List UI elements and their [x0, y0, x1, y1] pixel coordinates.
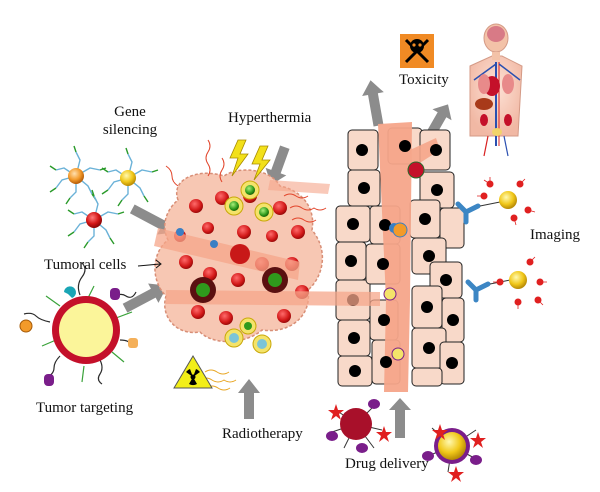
heat-waves — [165, 139, 327, 223]
label-hyperthermia: Hyperthermia — [228, 110, 312, 126]
label-tumor-targeting: Tumor targeting — [36, 400, 134, 416]
tumor-mass — [154, 169, 399, 354]
arrow-tumor-targeting — [122, 283, 168, 313]
tumor-target-cells — [190, 244, 288, 303]
label-gene-silencing-line2: silencing — [102, 122, 158, 138]
tumoral-cells-pointer — [137, 259, 162, 269]
label-radiotherapy: Radiotherapy — [222, 426, 303, 442]
radiation-icon — [173, 355, 213, 389]
label-gene-silencing: Gene silencing — [98, 103, 162, 139]
drug-delivery-nanoparticles — [326, 399, 486, 482]
hyperthermia-nanoparticles — [224, 180, 274, 222]
lightning-icon — [229, 139, 271, 181]
vessel-nanoparticles — [383, 161, 425, 361]
arrow-toxicity-left — [362, 80, 384, 127]
label-imaging: Imaging — [530, 227, 580, 243]
label-tumoral-cells: Tumoral cells — [44, 257, 127, 273]
arrow-hyperthermia — [265, 145, 290, 185]
arrow-drug-delivery — [389, 398, 411, 438]
label-drug-delivery: Drug delivery — [345, 456, 429, 472]
arrow-radiotherapy — [238, 379, 260, 419]
gene-silencing-nanoparticles — [49, 145, 159, 249]
human-body-icon — [469, 23, 523, 157]
label-toxicity: Toxicity — [399, 72, 449, 88]
red-blood-cells — [174, 189, 309, 325]
imaging-nanoparticles — [455, 177, 547, 309]
label-gene-silencing-line1: Gene — [114, 104, 146, 120]
tumor-targeting-nanoparticle — [19, 262, 138, 386]
antibody-icon — [455, 201, 491, 303]
radiotherapy-nanoparticles — [224, 317, 272, 354]
tissue-block — [335, 122, 465, 392]
skull-crossbones-icon — [400, 34, 434, 68]
